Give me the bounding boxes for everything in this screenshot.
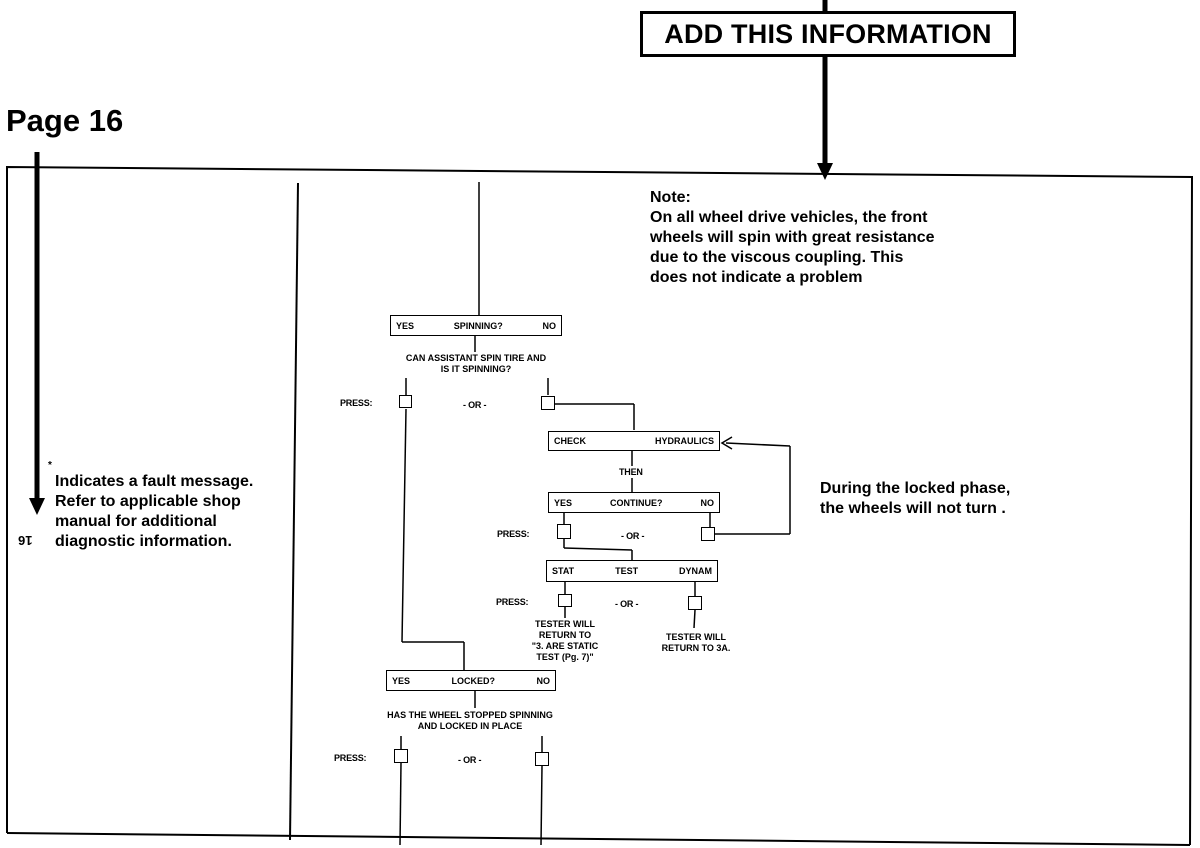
return-line: RETURN TO bbox=[538, 630, 592, 640]
press-yes-locked-button bbox=[394, 749, 408, 763]
or-label: - OR - bbox=[458, 755, 482, 765]
locked-note-line: the wheels will not turn . bbox=[820, 500, 1006, 517]
add-information-callout: ADD THIS INFORMATION bbox=[640, 11, 1016, 57]
return-line: TESTER WILL bbox=[535, 619, 595, 629]
locked-note-line: During the locked phase, bbox=[820, 480, 1011, 497]
callout-text: ADD THIS INFORMATION bbox=[664, 18, 992, 49]
stat-dynam-box: STAT TEST DYNAM bbox=[546, 560, 718, 582]
dynam-label: DYNAM bbox=[679, 566, 712, 576]
locked-yes: YES bbox=[392, 675, 411, 686]
continue-decision-box: YES CONTINUE? NO bbox=[548, 492, 720, 513]
press-label: PRESS: bbox=[340, 398, 373, 408]
continue-no: NO bbox=[700, 497, 714, 508]
spinning-yes: YES bbox=[396, 320, 415, 331]
press-yes-spinning-button bbox=[399, 395, 412, 408]
press-no-spinning-button bbox=[541, 396, 555, 410]
question-line: CAN ASSISTANT SPIN TIRE AND bbox=[405, 353, 547, 363]
check-hydraulics-box: CHECK HYDRAULICS bbox=[548, 431, 720, 451]
hydraulics-label: HYDRAULICS bbox=[654, 436, 714, 446]
press-label: PRESS: bbox=[496, 597, 529, 607]
note-line: due to the viscous coupling. This bbox=[650, 249, 904, 266]
press-yes-continue-button bbox=[557, 524, 571, 539]
or-label: - OR - bbox=[615, 599, 639, 609]
test-label: TEST bbox=[615, 566, 639, 576]
locked-label: LOCKED? bbox=[451, 675, 496, 686]
press-no-continue-button bbox=[701, 527, 715, 541]
question-line: IS IT SPINNING? bbox=[440, 364, 512, 374]
press-label: PRESS: bbox=[334, 753, 367, 763]
note-line: On all wheel drive vehicles, the front bbox=[650, 209, 928, 226]
spinning-question: CAN ASSISTANT SPIN TIRE AND IS IT SPINNI… bbox=[376, 353, 576, 375]
note-line: wheels will spin with great resistance bbox=[650, 229, 935, 246]
or-label: - OR - bbox=[621, 531, 645, 541]
fault-line: Refer to applicable shop bbox=[55, 493, 241, 510]
spinning-decision-box: YES SPINNING? NO bbox=[390, 315, 562, 336]
locked-question: HAS THE WHEEL STOPPED SPINNING AND LOCKE… bbox=[360, 710, 580, 732]
note-line: does not indicate a problem bbox=[650, 269, 863, 286]
static-test-return: TESTER WILL RETURN TO "3. ARE STATIC TES… bbox=[505, 619, 625, 663]
continue-yes: YES bbox=[554, 497, 573, 508]
return-line: TEST (Pg. 7)" bbox=[536, 652, 594, 662]
side-page-number: 16 bbox=[18, 533, 33, 548]
locked-phase-note: During the locked phase, the wheels will… bbox=[820, 479, 1060, 519]
fault-line: manual for additional bbox=[55, 513, 217, 530]
press-label: PRESS: bbox=[497, 529, 530, 539]
question-line: AND LOCKED IN PLACE bbox=[417, 721, 523, 731]
page-frame-bottom bbox=[6, 832, 1191, 846]
locked-decision-box: YES LOCKED? NO bbox=[386, 670, 556, 691]
locked-no: NO bbox=[536, 675, 550, 686]
note-title: Note: bbox=[650, 189, 691, 206]
press-stat-button bbox=[558, 594, 572, 607]
fault-line: diagnostic information. bbox=[55, 533, 232, 550]
column-divider bbox=[289, 182, 299, 841]
fault-line: Indicates a fault message. bbox=[55, 473, 254, 490]
then-label: THEN bbox=[619, 467, 643, 477]
press-no-locked-button bbox=[535, 752, 549, 766]
fault-marker: * bbox=[48, 460, 52, 471]
stat-label: STAT bbox=[552, 566, 575, 576]
awd-note: Note: On all wheel drive vehicles, the f… bbox=[650, 188, 935, 288]
spinning-no: NO bbox=[542, 320, 557, 331]
page-label: Page 16 bbox=[6, 103, 124, 138]
page-arrow-head bbox=[29, 498, 45, 515]
fault-message-note: Indicates a fault message. Refer to appl… bbox=[55, 472, 295, 552]
page-frame bbox=[6, 165, 1194, 846]
dynam-test-return: TESTER WILL RETURN TO 3A. bbox=[644, 632, 748, 654]
return-line: TESTER WILL bbox=[666, 632, 726, 642]
question-line: HAS THE WHEEL STOPPED SPINNING bbox=[387, 710, 553, 720]
or-label: - OR - bbox=[463, 400, 487, 410]
return-line: RETURN TO 3A. bbox=[661, 643, 731, 653]
check-label: CHECK bbox=[554, 436, 587, 446]
callout-arrow-head bbox=[817, 163, 833, 180]
spinning-label: SPINNING? bbox=[453, 320, 503, 331]
continue-label: CONTINUE? bbox=[610, 497, 663, 508]
press-dynam-button bbox=[688, 596, 702, 610]
return-line: "3. ARE STATIC bbox=[531, 641, 599, 651]
